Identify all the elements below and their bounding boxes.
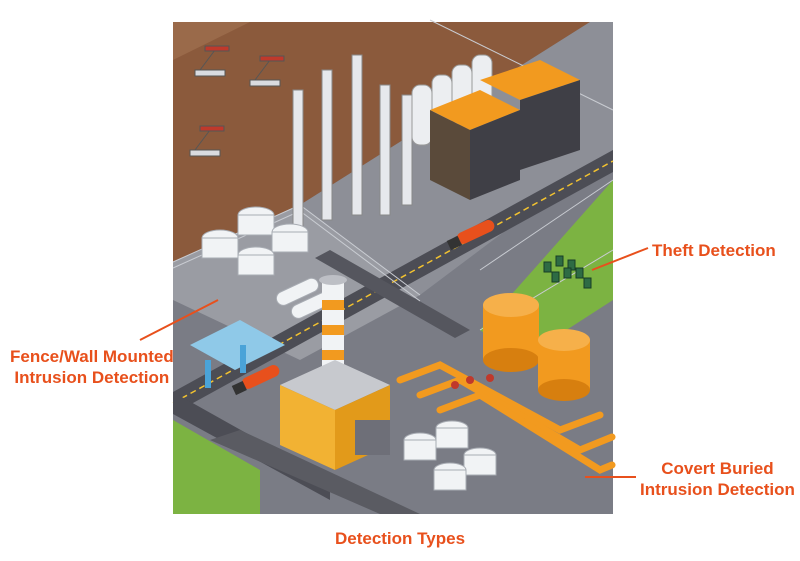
covert-callout-line1: Covert Buried [661,459,774,478]
covert-callout-line2: Intrusion Detection [640,480,795,499]
distillation-columns [292,54,413,231]
process-units [430,60,580,200]
callout-lines [139,247,649,478]
theft-callout-line [591,247,649,271]
gas-station [190,320,285,388]
diagram-caption: Detection Types [334,529,466,548]
fence-callout-line1: Fence/Wall Mounted [10,347,174,366]
green-barrels [543,255,592,289]
covert-buried-callout: Covert Buried Intrusion Detection [640,458,795,500]
grass-area-left [173,420,260,514]
fence-wall-callout: Fence/Wall Mounted Intrusion Detection [10,346,174,388]
pipe-valves [451,374,494,389]
main-building [280,360,390,470]
tanker-trucks [231,220,495,396]
pump-jacks [189,45,285,157]
orange-pipelines [396,361,616,474]
theft-detection-callout: Theft Detection [652,241,776,260]
fence-callout-line [139,299,219,341]
roads [172,150,614,514]
fence-callout-line2: Intrusion Detection [14,368,170,387]
orange-storage-tanks [483,293,590,401]
storage-tanks-white [201,206,497,491]
